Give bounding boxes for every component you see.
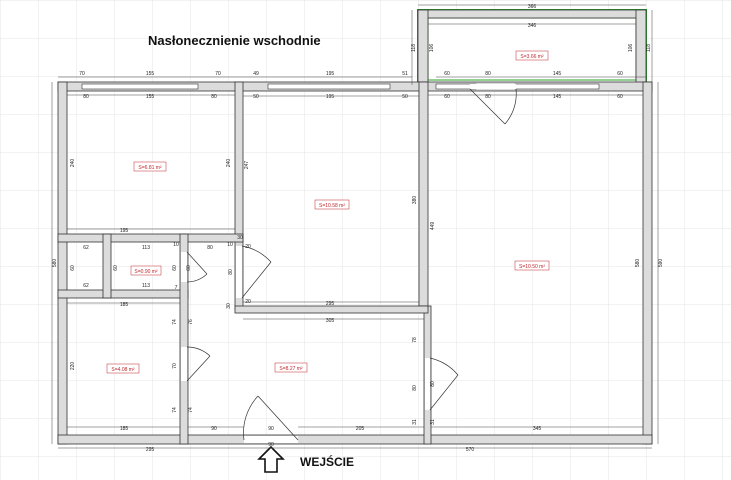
dim-w-305: 305 <box>326 318 335 324</box>
door-swings <box>186 88 517 441</box>
dim-h-580a: 580 <box>52 259 58 268</box>
dim-balcony-h-l1: 118 <box>411 44 417 52</box>
dim-w-185b: 185 <box>120 426 129 432</box>
dim-b-345: 345 <box>533 426 542 432</box>
dim-w-30b: 30 <box>237 235 243 241</box>
dim-top-51: 51 <box>402 71 408 77</box>
dim-h-76a: 76 <box>188 319 194 325</box>
dim-h-580b: 580 <box>635 259 641 268</box>
dim-in-195: 195 <box>326 94 335 100</box>
entrance-arrow-icon <box>257 445 285 473</box>
area-room-top-left: S=6.81 m² <box>138 165 162 171</box>
dim-w-20a: 20 <box>245 299 251 305</box>
entrance-label: WEJŚCIE <box>300 455 355 469</box>
dim-top-70a: 70 <box>79 71 85 77</box>
dim-w-185a: 185 <box>120 302 129 308</box>
area-bathroom: S=4.08 m² <box>111 367 135 373</box>
dim-in-80b: 80 <box>211 94 217 100</box>
dim-h-220: 220 <box>70 362 76 371</box>
dim-top-80: 80 <box>485 71 491 77</box>
area-room-right: S=10.50 m² <box>519 264 545 270</box>
dim-top-60b: 60 <box>617 71 623 77</box>
dim-bot-90: 90 <box>268 442 274 448</box>
balcony <box>417 9 647 86</box>
area-hall: S=8.27 m² <box>279 366 303 372</box>
dim-h-31b: 31 <box>430 419 436 425</box>
dim-w-295: 295 <box>326 301 335 307</box>
area-room-center: S=10.58 m² <box>319 203 345 209</box>
dim-h-240a: 240 <box>70 159 76 168</box>
dim-h-80b: 80 <box>430 381 436 387</box>
dim-h-74a: 74 <box>172 407 178 413</box>
dim-w-113b: 113 <box>142 283 150 289</box>
dim-top-60a: 60 <box>444 71 450 77</box>
dim-h-240b: 240 <box>226 159 232 168</box>
dim-top-145: 145 <box>553 71 562 77</box>
dim-in-60b: 60 <box>617 94 623 100</box>
dim-top-195: 195 <box>326 71 335 77</box>
dim-bot-295: 295 <box>146 447 155 453</box>
dim-b-90a: 90 <box>211 426 217 432</box>
dim-h-70a: 70 <box>172 363 178 369</box>
dim-in-155: 155 <box>146 94 155 100</box>
dim-w-80b: 80 <box>228 269 234 275</box>
dim-balcony-h-r2: 118 <box>646 44 652 52</box>
dim-b-90b: 90 <box>268 426 274 432</box>
dim-balcony-top: 366 <box>528 4 537 10</box>
dim-w-62a: 62 <box>83 245 89 251</box>
dim-top-155: 155 <box>146 71 155 77</box>
dim-h-449: 449 <box>430 222 436 231</box>
dim-w-20b: 20 <box>245 244 251 250</box>
dim-bot-570: 570 <box>466 447 475 453</box>
dimension-text: 366 346 118 106 106 118 70 155 70 49 195… <box>52 4 664 453</box>
dim-balcony-h-l2: 106 <box>429 44 435 53</box>
dim-h-80a: 80 <box>412 385 418 391</box>
dim-in-50b: 50 <box>402 94 408 100</box>
dim-w-195: 195 <box>120 228 129 234</box>
dim-in-80c: 80 <box>485 94 491 100</box>
area-balcony: S=3.66 m² <box>520 54 544 60</box>
dim-w-60d: 60 <box>186 265 192 271</box>
dim-w-80: 80 <box>207 245 213 251</box>
dim-h-380: 380 <box>412 196 418 205</box>
dim-balcony-inner: 346 <box>528 23 537 29</box>
top-windows <box>81 83 600 90</box>
dim-w-7: 7 <box>175 285 178 291</box>
dim-h-74b: 74 <box>172 319 178 325</box>
dim-w-60b: 60 <box>113 265 119 271</box>
dim-w-62b: 62 <box>83 283 89 289</box>
dim-in-145: 145 <box>553 94 562 100</box>
dim-h-590: 590 <box>658 259 664 268</box>
dim-w-10a: 10 <box>173 242 179 248</box>
dim-in-50a: 50 <box>253 94 259 100</box>
dim-h-247: 247 <box>244 161 250 170</box>
dim-in-60a: 60 <box>444 94 450 100</box>
dim-h-31a: 31 <box>412 419 418 425</box>
dim-b-205: 205 <box>356 426 365 432</box>
dimension-lines <box>51 4 659 449</box>
dim-balcony-h-r1: 106 <box>628 44 634 53</box>
dim-w-60a: 60 <box>70 265 76 271</box>
dim-w-30a: 30 <box>226 303 232 309</box>
dim-w-113a: 113 <box>142 245 150 251</box>
dim-w-10b: 10 <box>227 242 233 248</box>
dim-in-80a: 80 <box>83 94 89 100</box>
room-area-labels: S=6.81 m² S=10.58 m² S=10.50 m² S=3.66 m… <box>106 50 550 374</box>
area-wc: S=0.90 m² <box>134 269 158 275</box>
dim-h-78: 78 <box>412 337 418 343</box>
dim-top-70b: 70 <box>215 71 221 77</box>
dim-top-49: 49 <box>253 71 259 77</box>
dim-w-60c: 60 <box>172 265 178 271</box>
dim-h-74c: 74 <box>188 407 194 413</box>
door-openings <box>181 84 516 443</box>
page-title: Nasłonecznienie wschodnie <box>148 33 321 48</box>
